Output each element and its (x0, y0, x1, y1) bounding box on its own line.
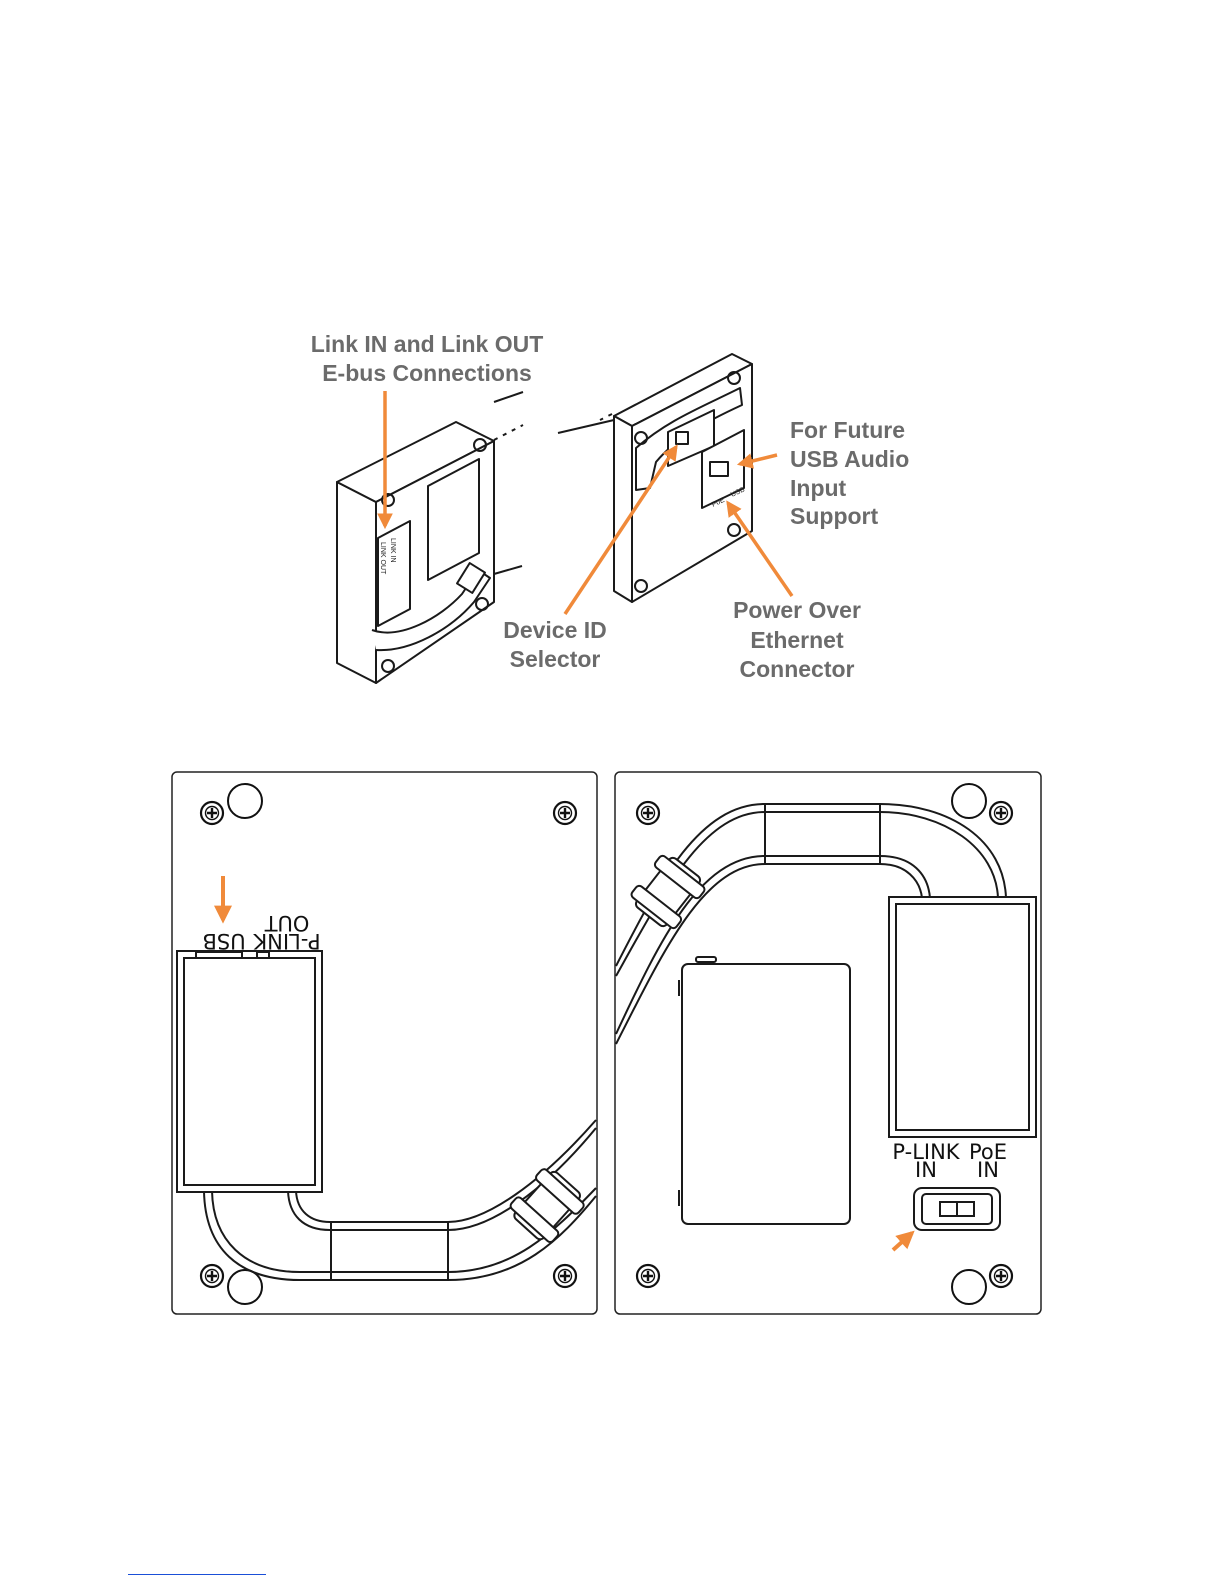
panel-right: P-LINK IN PoE IN (615, 772, 1041, 1314)
arrow-poe (728, 503, 792, 596)
mount-hole (952, 1270, 986, 1304)
knockout-cover (679, 957, 850, 1224)
screw-icon (201, 802, 223, 824)
footer-link-underline (128, 1574, 266, 1575)
ethernet-port-icon (914, 1188, 1000, 1230)
label-poe-in-line2: IN (977, 1158, 999, 1182)
callout-line: USB Audio (790, 446, 909, 472)
callout-line: Link IN and Link OUT (311, 331, 544, 357)
module-box-right (889, 897, 1036, 1137)
mount-hole (228, 784, 262, 818)
iso-link-in-label: LINK IN (389, 538, 396, 563)
screw-icon (554, 1265, 576, 1287)
callout-line: Input (790, 475, 847, 501)
screw-icon (990, 802, 1012, 824)
screw-icon (201, 1265, 223, 1287)
callout-device-id: Device ID Selector (503, 617, 607, 672)
callout-line: Support (790, 503, 878, 529)
left-wallplate (337, 392, 523, 683)
iso-link-out-label: LINK OUT (379, 542, 386, 575)
screw-icon (554, 802, 576, 824)
screw-icon (637, 1265, 659, 1287)
callout-line: E-bus Connections (322, 360, 532, 386)
label-plink-in-line2: IN (915, 1158, 937, 1182)
callout-line: Ethernet (750, 627, 844, 653)
screw-icon (990, 1265, 1012, 1287)
mount-hole (228, 1270, 262, 1304)
callout-line: Connector (740, 656, 855, 682)
label-usb: USB (202, 929, 245, 953)
panel-left: USB P-LINK OUT (172, 772, 597, 1314)
callout-poe: Power Over Ethernet Connector (733, 597, 861, 682)
callout-line: Device ID (503, 617, 607, 643)
callout-line: Selector (510, 646, 601, 672)
callout-link-ebus: Link IN and Link OUT E-bus Connections (311, 331, 544, 386)
callout-future-usb: For Future USB Audio Input Support (790, 417, 909, 529)
screw-icon (637, 802, 659, 824)
module-box-left (177, 951, 322, 1192)
callout-line: For Future (790, 417, 905, 443)
mount-hole (952, 784, 986, 818)
callout-line: Power Over (733, 597, 861, 623)
label-plink-out-line2: OUT (264, 911, 309, 935)
